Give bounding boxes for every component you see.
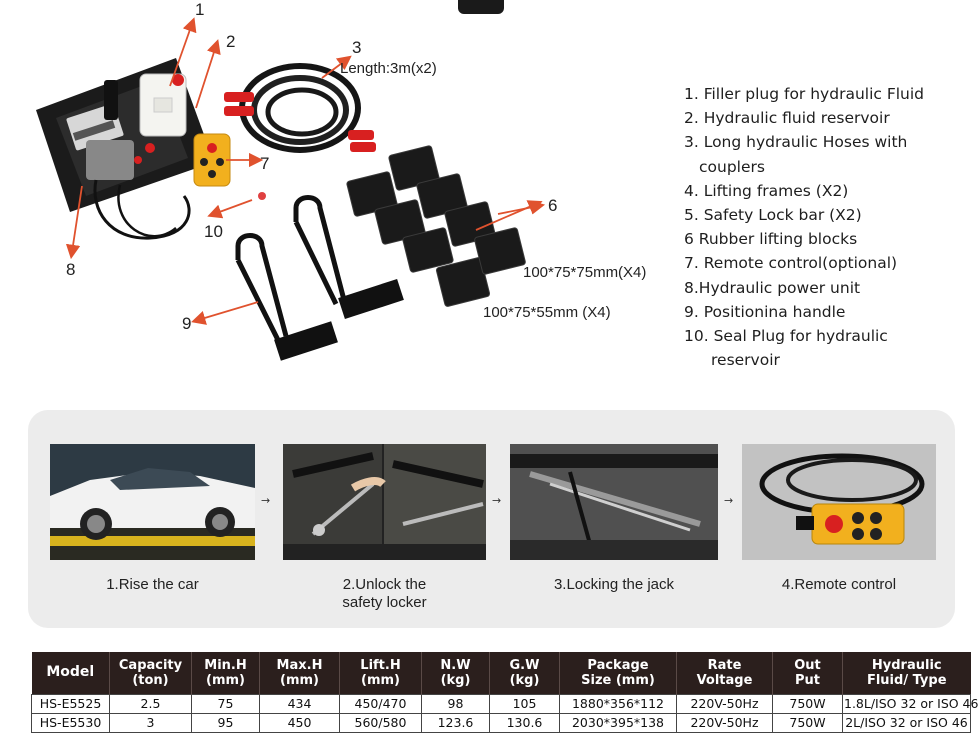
spec-table-header-row: Model Capacity(ton) Min.H(mm) Max.H(mm) … [31,652,971,694]
spec-table: Model Capacity(ton) Min.H(mm) Max.H(mm) … [31,652,978,733]
parts-list-item: 8.Hydraulic power unit [684,278,861,297]
parts-list-item: 6 Rubber lifting blocks [684,230,858,249]
large-block-dimensions: 100*75*75mm(X4) [523,264,647,281]
table-cell: 1880*356*112 [559,693,677,714]
callout-8: 8 [66,260,76,279]
parts-list-item: 10. Seal Plug for hydraulic [684,327,888,346]
parts-drawing [36,0,546,361]
table-cell: 450 [259,712,340,733]
small-block-dimensions: 100*75*55mm (X4) [483,304,611,321]
lifting-frames [235,195,347,342]
parts-list-item: 2. Hydraulic fluid reservoir [684,109,890,128]
table-cell: 105 [489,693,560,714]
hydraulic-power-unit [36,58,214,240]
parts-list-item: 9. Positionina handle [684,302,846,321]
callout-10: 10 [204,222,223,241]
header-gross-weight: G.W(kg) [489,652,560,694]
parts-list-item: 5. Safety Lock bar (X2) [684,206,862,225]
table-cell: 2L/ISO 32 or ISO 46 [842,712,971,733]
step-1-label: 1.Rise the car [106,576,199,593]
table-cell: 220V-50Hz [676,712,773,733]
parts-list: 1. Filler plug for hydraulic Fluid 2. Hy… [684,82,966,372]
table-cell: 75 [191,693,260,714]
parts-list-item: 4. Lifting frames (X2) [684,181,849,200]
product-illustration: 1 2 3 Length:3m(x2) 7 6 10 8 9 100*75*75… [0,0,670,400]
spec-table-body: HS-E5525 2.5 75 434 450/470 98 105 1880*… [31,693,978,733]
step-2-photo [283,444,486,560]
table-cell: 123.6 [421,712,490,733]
header-lift-height: Lift.H(mm) [339,652,422,694]
callout-7: 7 [260,154,270,173]
table-cell: 434 [259,693,340,714]
table-cell: 2.5 [109,693,192,714]
step-arrow: → [261,494,271,507]
hose-length-label: Length:3m(x2) [340,60,437,77]
callout-2: 2 [226,32,236,51]
cropped-part-top [458,0,504,14]
step-3-label: 3.Locking the jack [553,576,675,593]
callout-3: 3 [352,38,362,57]
table-cell: 3 [109,712,192,733]
rubber-blocks [346,145,526,307]
table-cell: 130.6 [489,712,560,733]
table-cell: 560/580 [339,712,422,733]
step-3-photo [510,444,718,560]
table-cell: 2030*395*138 [559,712,677,733]
table-cell: 1.8L/ISO 32 or ISO 46 [842,693,978,714]
step-4-photo [742,444,936,560]
callout-1: 1 [195,0,205,19]
parts-list-item: 1. Filler plug for hydraulic Fluid [684,85,925,103]
table-cell: 98 [421,693,490,714]
table-cell: HS-E5530 [31,712,110,733]
table-row: HS-E5530 3 95 450 560/580 123.6 130.6 20… [31,712,971,733]
hydraulic-hoses [224,63,376,153]
header-net-weight: N.W(kg) [421,652,490,694]
table-cell: 750W [772,712,843,733]
table-row: HS-E5525 2.5 75 434 450/470 98 105 1880*… [31,693,978,714]
step-arrow: → [492,494,502,507]
remote-control [193,133,231,187]
callout-9: 9 [182,314,192,333]
header-max-height: Max.H(mm) [259,652,340,694]
parts-list-item: reservoir [711,351,780,370]
table-cell: 95 [191,712,260,733]
parts-list-item: 3. Long hydraulic Hoses with [684,133,908,152]
step-2-label-line2: safety locker [342,594,427,611]
parts-list-item: 7. Remote control(optional) [684,254,898,273]
callout-6: 6 [548,196,558,215]
table-cell: 220V-50Hz [676,693,773,714]
seal-plug [258,192,266,200]
spec-table-header: Model Capacity(ton) Min.H(mm) Max.H(mm) … [31,652,971,694]
callout-arrows [65,17,546,325]
header-model: Model [31,652,110,694]
header-capacity: Capacity(ton) [109,652,192,694]
step-1-photo [50,444,255,560]
step-4-label: 4.Remote control [781,576,897,593]
lock-bar-feet [274,278,404,361]
table-cell: 450/470 [339,693,422,714]
header-min-height: Min.H(mm) [191,652,260,694]
table-cell: HS-E5525 [31,693,110,714]
step-arrow: → [724,494,734,507]
parts-list-item: couplers [699,157,765,176]
usage-steps-panel: → → → [28,410,955,628]
step-2-label-line1: 2.Unlock the [342,576,427,593]
table-cell: 750W [772,693,843,714]
step-2-label: 2.Unlock the safety locker [283,576,486,612]
